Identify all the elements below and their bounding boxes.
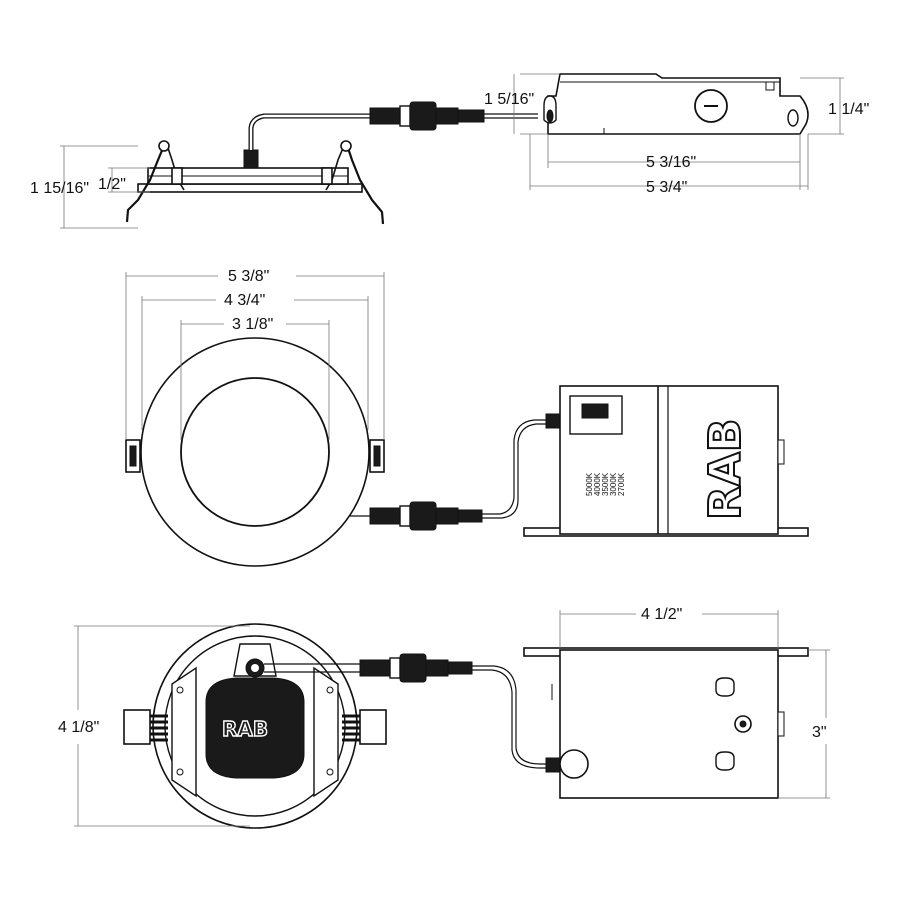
cable-gland bbox=[243, 149, 259, 169]
quick-connector-front bbox=[350, 413, 561, 531]
dim-side-flange: 1/2" bbox=[98, 176, 126, 193]
front-view-fixture: 5 3/8" 4 3/4" 3 1/8" bbox=[125, 268, 561, 567]
cct-label-5: 2700K bbox=[617, 472, 626, 496]
dim-box-width-outer: 5 3/4" bbox=[646, 179, 687, 196]
dim-box-height: 1 5/16" bbox=[484, 91, 534, 108]
brand-logo: RAB bbox=[700, 419, 751, 520]
dim-box-depth: 1 1/4" bbox=[828, 101, 869, 118]
cct-label-3: 3500K bbox=[601, 472, 610, 496]
cct-label-1: 5000K bbox=[585, 472, 594, 496]
left-spring-clip bbox=[125, 147, 165, 223]
back-view-jbox: 4 1/2" 3" bbox=[523, 606, 830, 799]
dim-jbox-width: 4 1/2" bbox=[641, 606, 682, 623]
back-view-fixture: RAB 4 1/8" bbox=[58, 623, 561, 829]
dim-box-width-inner: 5 3/16" bbox=[646, 154, 696, 171]
side-view-jbox: 1 5/16" 5 3/16" 5 3/4" 1 1/4" bbox=[484, 73, 869, 196]
cct-label-2: 4000K bbox=[593, 472, 602, 496]
knockout-bottom bbox=[559, 749, 589, 779]
left-spring bbox=[150, 714, 168, 742]
right-spring bbox=[342, 714, 360, 742]
cct-label-4: 3000K bbox=[609, 472, 618, 496]
dim-back-height: 4 1/8" bbox=[58, 719, 99, 736]
dim-side-depth: 1 15/16" bbox=[30, 180, 89, 197]
back-plate bbox=[205, 677, 305, 779]
right-spring-clip bbox=[346, 147, 385, 225]
quick-connector-side bbox=[369, 101, 538, 131]
quick-connector-back bbox=[359, 653, 561, 773]
dim-aperture: 3 1/8" bbox=[232, 316, 273, 333]
fixture-aperture bbox=[180, 377, 330, 527]
back-logo: RAB bbox=[222, 717, 268, 741]
side-view-fixture: 1 15/16" 1/2" bbox=[30, 101, 538, 229]
driver-box-front: 5000K 4000K 3500K 3000K 2700K RAB bbox=[523, 385, 809, 537]
dim-outer-diameter: 5 3/8" bbox=[228, 268, 269, 285]
dim-jbox-height: 3" bbox=[812, 724, 827, 741]
dim-trim-diameter: 4 3/4" bbox=[224, 292, 265, 309]
